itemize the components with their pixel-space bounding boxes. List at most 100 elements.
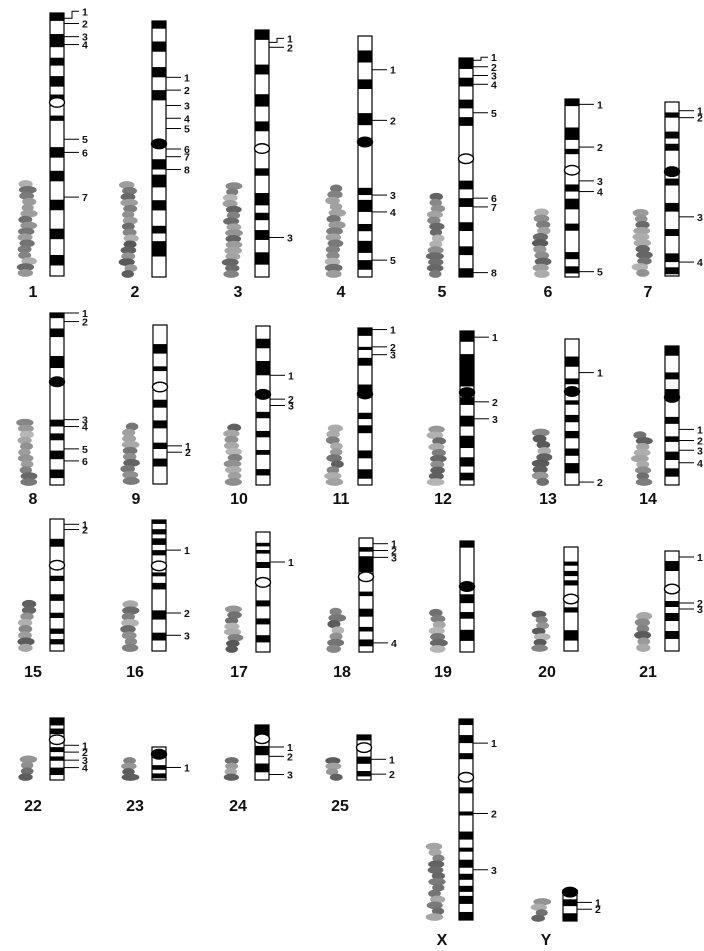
band-marker-label: 1	[390, 325, 396, 337]
band-marker-1: 1	[371, 754, 395, 766]
chromosome-band	[565, 99, 579, 106]
band-marker-label: 5	[597, 267, 603, 279]
band-marker-label: 2	[697, 113, 703, 125]
chromosome-band	[459, 268, 473, 277]
band-marker-4: 4	[473, 79, 497, 91]
centromere	[50, 98, 65, 108]
band-marker-3: 3	[372, 350, 396, 362]
band-marker-label: 1	[492, 332, 498, 344]
chromosome-band	[256, 339, 270, 349]
chromosome-band	[565, 463, 579, 473]
band-marker-2: 2	[473, 808, 497, 820]
band-marker-3: 3	[679, 604, 703, 616]
chromosome-label: 14	[639, 491, 657, 508]
chromosome-band	[255, 764, 269, 773]
chromosome-photo	[632, 209, 653, 277]
band-marker-label: 3	[287, 770, 293, 782]
chromosome-photo	[18, 756, 37, 781]
chromosome-band	[565, 149, 579, 154]
chromosome-label: 25	[331, 798, 349, 815]
band-marker-6: 6	[64, 147, 88, 159]
centromere	[665, 584, 680, 594]
chromosome-band	[359, 547, 373, 552]
centromere	[256, 578, 271, 588]
band-marker-label: 3	[391, 552, 397, 564]
chromosome-label: X	[437, 932, 448, 949]
chromosome-band	[255, 30, 269, 40]
band-marker-6: 6	[64, 456, 88, 468]
chromosome-photo	[120, 423, 140, 485]
chromosome-band	[459, 787, 473, 793]
chromosome-band	[358, 413, 372, 419]
chromosome-band	[358, 79, 372, 89]
centromere	[255, 734, 270, 744]
band-marker-label: 7	[82, 192, 88, 204]
band-marker-label: 1	[597, 99, 603, 111]
chromosome-band	[152, 226, 166, 234]
centromere	[665, 393, 680, 403]
chromosome-band	[460, 436, 474, 448]
chromosome-band	[357, 771, 371, 776]
band-marker-label: 1	[184, 72, 190, 84]
chromosome-label: 12	[434, 491, 452, 508]
band-marker-2: 2	[269, 42, 293, 54]
chromosome-band	[358, 328, 372, 336]
centromere	[359, 572, 374, 582]
chromosome-label: 18	[333, 664, 351, 681]
chromosome-photo	[531, 611, 550, 652]
chromosome-photo	[426, 843, 446, 921]
band-marker-3: 3	[372, 190, 396, 202]
centromere	[50, 560, 65, 570]
chromosome-band	[460, 612, 474, 619]
chromosome-band	[256, 543, 270, 547]
chromosome-label: 5	[438, 284, 447, 301]
chromosome-band	[564, 562, 578, 566]
chromosome-photo	[325, 757, 342, 781]
band-marker-label: 7	[184, 152, 190, 164]
band-marker-label: 2	[184, 608, 190, 620]
band-marker-label: 2	[597, 477, 603, 489]
chromosome-band	[460, 397, 474, 405]
chromosome-band	[565, 252, 579, 259]
chromosome-photo	[326, 608, 346, 653]
chromosome-band	[50, 613, 64, 618]
chromosome-band	[460, 541, 474, 548]
band-marker-label: 2	[185, 447, 191, 459]
chromosome-band	[565, 400, 579, 404]
chromosome-7: 12347	[632, 102, 703, 301]
chromosome-band	[50, 718, 64, 725]
chromosome-band	[565, 378, 579, 384]
chromosome-outline	[459, 58, 473, 277]
band-marker-2: 2	[166, 608, 190, 620]
chromosome-band	[50, 116, 64, 121]
band-marker-label: 4	[697, 458, 703, 470]
centromere	[153, 382, 168, 392]
chromosome-photo	[325, 185, 346, 278]
band-marker-label: 2	[287, 751, 293, 763]
chromosome-band	[255, 121, 269, 131]
chromosome-band	[359, 627, 373, 632]
chromosome-band	[459, 912, 473, 920]
centromere	[665, 167, 680, 177]
band-marker-2: 2	[64, 525, 88, 537]
centromere	[152, 561, 167, 571]
band-marker-label: 5	[82, 134, 88, 146]
band-marker-4: 4	[373, 638, 397, 650]
chromosome-band	[460, 594, 474, 603]
chromosome-photo	[120, 600, 139, 652]
chromosome-label: 1	[29, 284, 38, 301]
chromosome-band	[153, 459, 167, 467]
band-marker-label: 4	[597, 187, 603, 199]
chromosome-photo	[223, 424, 242, 486]
chromosome-photo	[324, 424, 344, 485]
chromosome-band	[565, 415, 579, 422]
band-marker-3: 3	[166, 630, 190, 642]
band-marker-1: 1	[270, 557, 294, 569]
chromosome-band	[460, 630, 474, 641]
chromosome-band	[665, 468, 679, 476]
chromosome-band	[152, 538, 166, 545]
chromosome-label: 9	[132, 491, 141, 508]
band-marker-label: 1	[184, 545, 190, 557]
chromosome-band	[152, 90, 166, 100]
